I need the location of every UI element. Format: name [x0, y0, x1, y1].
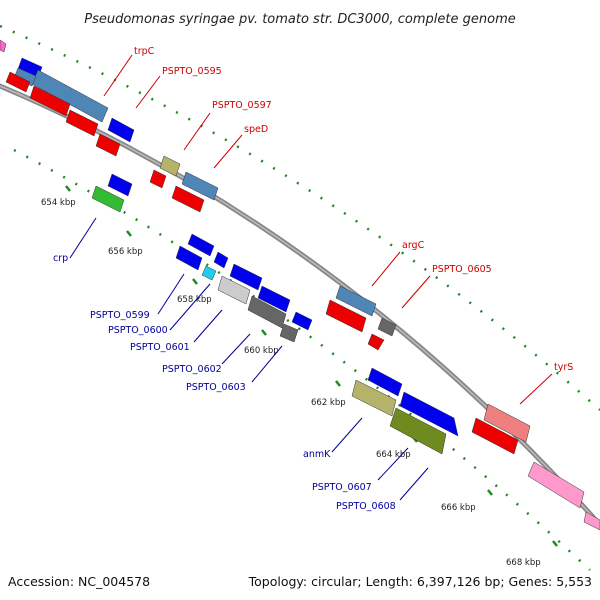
- gene-feature-lightgray[interactable]: [217, 275, 251, 305]
- kbp-label: 660 kbp: [244, 346, 279, 356]
- gene-feature-pink[interactable]: [527, 461, 585, 509]
- gene-feature-blue[interactable]: [107, 117, 135, 143]
- gene-label-PSPTO_0605[interactable]: PSPTO_0605: [432, 264, 492, 275]
- map-title: Pseudomonas syringae pv. tomato str. DC3…: [84, 12, 516, 27]
- gene-feature-green[interactable]: [91, 185, 125, 213]
- gene-feature-blue[interactable]: [175, 245, 203, 271]
- gene-label-tyrS[interactable]: tyrS: [554, 362, 573, 373]
- kbp-label: 666 kbp: [441, 503, 476, 513]
- gene-feature-olive[interactable]: [351, 379, 397, 417]
- gene-features: [0, 39, 600, 531]
- gene-label-anmK[interactable]: anmK: [303, 449, 331, 460]
- gene-label-PSPTO_0599[interactable]: PSPTO_0599: [90, 310, 150, 321]
- kbp-label: 662 kbp: [311, 398, 346, 408]
- gene-label-PSPTO_0600[interactable]: PSPTO_0600: [108, 325, 168, 336]
- gene-feature-red[interactable]: [95, 133, 121, 157]
- gene-feature-red[interactable]: [171, 185, 205, 213]
- gene-feature-blue[interactable]: [107, 173, 133, 197]
- accession-label: Accession: NC_004578: [8, 574, 150, 589]
- gene-labels-bottom: crp PSPTO_0599 PSPTO_0600 PSPTO_0601 PSP…: [53, 253, 396, 512]
- gene-feature-pink[interactable]: [583, 511, 600, 531]
- outer-dotted-ring: [0, 24, 600, 411]
- gene-label-PSPTO_0601[interactable]: PSPTO_0601: [130, 342, 190, 353]
- gene-label-trpC[interactable]: trpC: [134, 46, 155, 57]
- gene-feature-steelblue[interactable]: [335, 285, 377, 317]
- topology-summary: Topology: circular; Length: 6,397,126 bp…: [248, 574, 592, 589]
- gene-feature-blue[interactable]: [399, 391, 459, 437]
- gene-feature-blue[interactable]: [291, 311, 313, 331]
- gene-label-PSPTO_0602[interactable]: PSPTO_0602: [162, 364, 222, 375]
- inner-dotted-ring: [13, 148, 591, 571]
- gene-feature-salmon[interactable]: [483, 403, 531, 443]
- gene-feature-gray[interactable]: [279, 323, 299, 343]
- gene-label-PSPTO_0595[interactable]: PSPTO_0595: [162, 66, 222, 77]
- gene-labels-top: trpC PSPTO_0595 PSPTO_0597 speD argC PSP…: [134, 46, 573, 373]
- gene-feature-olive[interactable]: [159, 155, 181, 177]
- kbp-label: 668 kbp: [506, 558, 541, 568]
- gene-feature-blue[interactable]: [187, 233, 215, 257]
- gene-feature-red[interactable]: [367, 333, 385, 351]
- gene-label-PSPTO_0597[interactable]: PSPTO_0597: [212, 100, 272, 111]
- gene-feature-blue[interactable]: [229, 263, 263, 291]
- gene-feature-blue[interactable]: [213, 251, 229, 269]
- gene-feature-blue[interactable]: [257, 285, 291, 313]
- genome-backbone: [0, 83, 600, 528]
- gene-label-PSPTO_0607[interactable]: PSPTO_0607: [312, 482, 372, 493]
- gene-feature-cyan[interactable]: [201, 265, 217, 281]
- gene-label-argC[interactable]: argC: [402, 240, 425, 251]
- gene-feature-pink[interactable]: [0, 39, 7, 53]
- gene-feature-gray[interactable]: [377, 317, 397, 337]
- gene-feature-gray[interactable]: [247, 295, 287, 329]
- kbp-label: 656 kbp: [108, 247, 143, 257]
- gene-label-speD[interactable]: speD: [244, 124, 268, 135]
- gene-feature-red[interactable]: [471, 417, 519, 455]
- kbp-label: 658 kbp: [177, 295, 212, 305]
- leader-lines-top: [103, 54, 553, 405]
- gene-feature-darkgreen[interactable]: [389, 407, 447, 455]
- kbp-label: 664 kbp: [376, 450, 411, 460]
- gene-label-PSPTO_0608[interactable]: PSPTO_0608: [336, 501, 396, 512]
- gene-feature-red[interactable]: [325, 299, 367, 333]
- gene-label-PSPTO_0603[interactable]: PSPTO_0603: [186, 382, 246, 393]
- kbp-label: 654 kbp: [41, 198, 76, 208]
- gene-feature-red[interactable]: [149, 169, 167, 189]
- kbp-labels: 654 kbp 656 kbp 658 kbp 660 kbp 662 kbp …: [41, 198, 541, 568]
- gene-label-crp[interactable]: crp: [53, 253, 68, 264]
- gene-feature-red[interactable]: [5, 71, 31, 93]
- gene-feature-red[interactable]: [29, 85, 71, 117]
- gene-feature-red[interactable]: [65, 109, 99, 137]
- gene-feature-steelblue[interactable]: [181, 171, 219, 201]
- gene-feature-blue[interactable]: [367, 367, 403, 397]
- leader-lines-bottom: [69, 217, 429, 501]
